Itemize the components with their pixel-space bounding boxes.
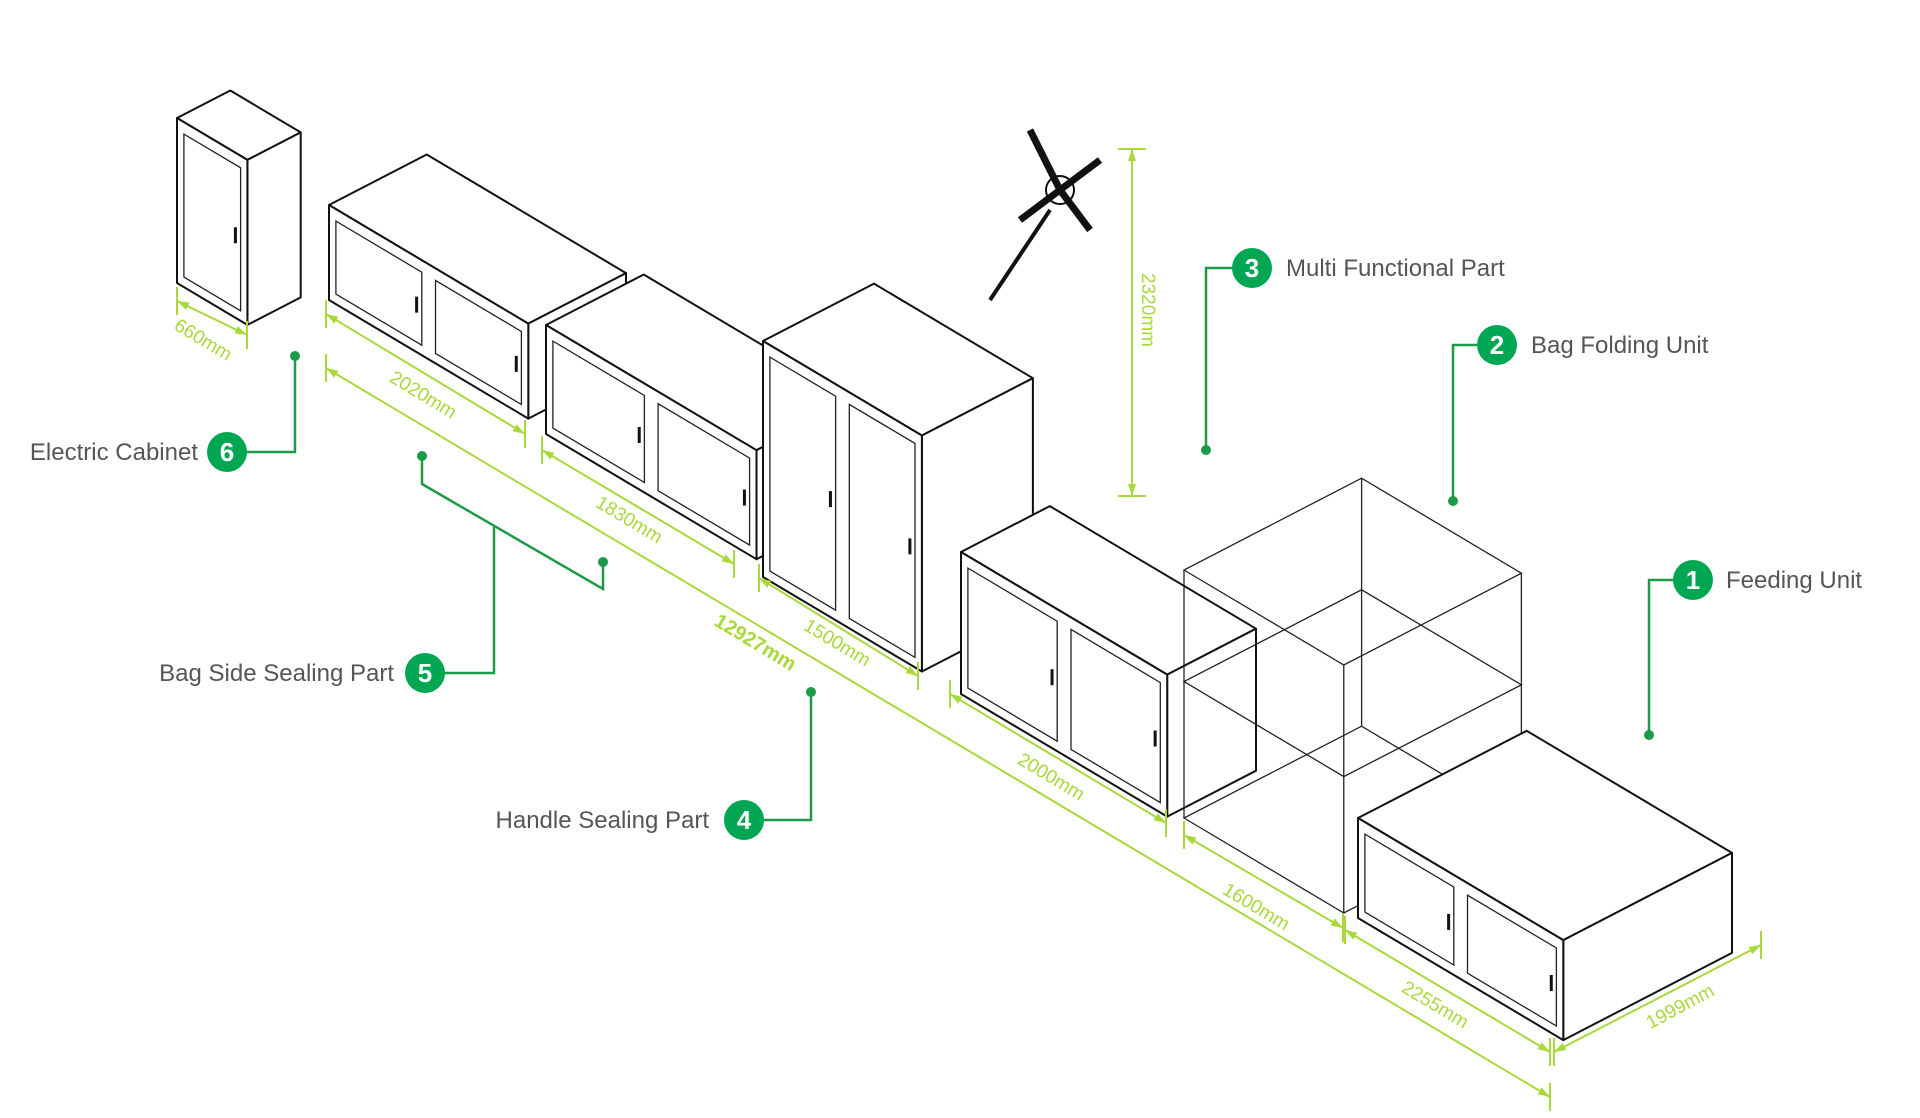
machine-drawing (176, 89, 1733, 1042)
front-face (960, 551, 1169, 818)
dim-line-2320 (1118, 148, 1146, 497)
dim-660mm: 660mm (170, 315, 235, 366)
front-face (545, 324, 758, 561)
front-face (176, 117, 249, 326)
callout-label: Bag Side Sealing Part (159, 660, 394, 687)
callout-number: 5 (418, 658, 432, 688)
side-face (246, 131, 302, 326)
callout-number: 3 (1245, 253, 1259, 283)
dim-line-2255 (1344, 916, 1551, 1066)
cabinet-door (1070, 628, 1161, 804)
callout-handle-sealing-part: 4 Handle Sealing Part (496, 800, 764, 840)
callout-multi-functional-part: 3 Multi Functional Part (1232, 248, 1505, 288)
dim-line-total (325, 354, 1551, 1111)
cabinet-door (967, 566, 1058, 743)
dim-line-1600 (1183, 821, 1344, 942)
dim-line-1830 (541, 436, 735, 578)
feeding-unit (1357, 729, 1733, 1042)
cabinet-door (1466, 894, 1558, 1028)
cabinet-door (1364, 832, 1455, 967)
callout-bag-folding-unit: 2 Bag Folding Unit (1477, 325, 1709, 365)
cabinet-door (657, 402, 751, 547)
dim-line-2000 (949, 680, 1167, 837)
callout-label: Bag Folding Unit (1531, 332, 1709, 359)
cabinet-door (848, 403, 916, 659)
dim-2020mm: 2020mm (386, 367, 460, 423)
dim-2320mm: 2320mm (1137, 273, 1158, 347)
callout-label: Multi Functional Part (1286, 255, 1505, 282)
cabinet-door (769, 355, 837, 612)
electric-cabinet (176, 89, 302, 326)
callout-electric-cabinet: 6 Electric Cabinet (30, 432, 247, 472)
cabinet-door (335, 219, 423, 347)
callout-number: 4 (737, 805, 752, 835)
callout-label: Handle Sealing Part (496, 807, 710, 834)
dim-line-660 (176, 287, 248, 349)
cabinet-door (183, 132, 242, 312)
dim-line-1999 (1553, 931, 1762, 1066)
cabinet-door (434, 279, 523, 406)
frame-rail (1182, 589, 1523, 778)
callout-bag-side-sealing-part: 5 Bag Side Sealing Part (159, 653, 445, 693)
handle-sealing-module (762, 282, 1034, 673)
front-face (328, 204, 530, 420)
multi-functional-module (960, 505, 1257, 818)
callout-number: 2 (1490, 330, 1504, 360)
dimension-lines (176, 148, 1762, 1111)
callout-feeding-unit: 1 Feeding Unit (1673, 560, 1862, 600)
unwind-reel-icon (988, 128, 1103, 302)
front-face (1357, 817, 1565, 1042)
frame-rail (1182, 477, 1523, 666)
dim-line-2020 (325, 300, 526, 448)
callout-label: Feeding Unit (1726, 567, 1862, 594)
callout-number: 6 (220, 437, 234, 467)
callout-label: Electric Cabinet (30, 439, 198, 466)
dim-2255mm: 2255mm (1398, 977, 1472, 1033)
cabinet-door (552, 339, 646, 484)
callout-number: 1 (1686, 565, 1700, 595)
dim-line-1500 (758, 564, 919, 690)
